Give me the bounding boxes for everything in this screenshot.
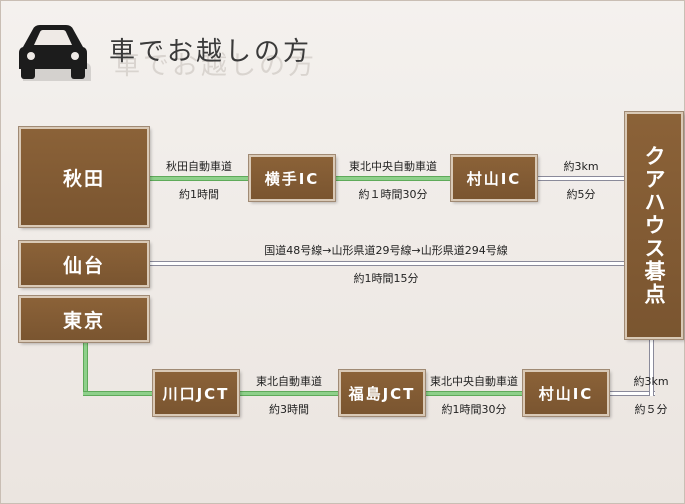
road-murayama-dest-bottom-h — [609, 391, 655, 396]
page-title-shadow: 車でお越しの方 — [114, 51, 318, 81]
highway-tokyo-kawaguchi — [83, 391, 153, 396]
node-yokote-ic: 横手IC — [248, 154, 336, 202]
label-time-akita-yokote: 約1時間 — [179, 188, 219, 201]
label-distance-murayama-dest-bottom: 約3km — [633, 375, 669, 388]
label-time-murayama-dest-top: 約5分 — [566, 188, 596, 201]
page-title: 車でお越しの方 — [109, 37, 313, 67]
highway-fukushima-murayama — [425, 391, 523, 396]
node-sendai: 仙台 — [18, 240, 150, 288]
node-kawaguchi-jct: 川口JCT — [152, 369, 240, 417]
node-akita: 秋田 — [18, 126, 150, 228]
label-road-akita-yokote: 秋田自動車道 — [166, 160, 232, 173]
label-time-sendai-dest: 約1時間15分 — [353, 272, 419, 285]
highway-akita-yokote — [149, 176, 249, 181]
car-icon — [19, 25, 87, 79]
highway-kawaguchi-fukushima — [239, 391, 339, 396]
road-sendai-dest — [149, 261, 625, 266]
node-tokyo: 東京 — [18, 295, 150, 343]
node-murayama-ic-bottom: 村山IC — [522, 369, 610, 417]
label-road-fukushima-murayama: 東北中央自動車道 — [430, 375, 518, 388]
node-destination: クアハウス碁点 — [624, 111, 684, 340]
highway-tokyo-down — [83, 341, 88, 395]
label-time-fukushima-murayama: 約1時間30分 — [441, 403, 507, 416]
label-distance-murayama-dest-top: 約3km — [563, 160, 599, 173]
label-time-murayama-dest-bottom: 約５分 — [634, 403, 668, 416]
node-murayama-ic-top: 村山IC — [450, 154, 538, 202]
label-road-sendai-dest: 国道48号線→山形県道29号線→山形県道294号線 — [264, 244, 508, 257]
label-road-yokote-murayama: 東北中央自動車道 — [349, 160, 437, 173]
road-murayama-dest-top — [537, 176, 625, 181]
label-time-yokote-murayama: 約１時間30分 — [358, 188, 428, 201]
road-murayama-dest-bottom-v — [649, 339, 654, 396]
label-time-kawaguchi-fukushima: 約3時間 — [269, 403, 309, 416]
label-road-kawaguchi-fukushima: 東北自動車道 — [256, 375, 322, 388]
node-fukushima-jct: 福島JCT — [338, 369, 426, 417]
highway-yokote-murayama — [335, 176, 451, 181]
